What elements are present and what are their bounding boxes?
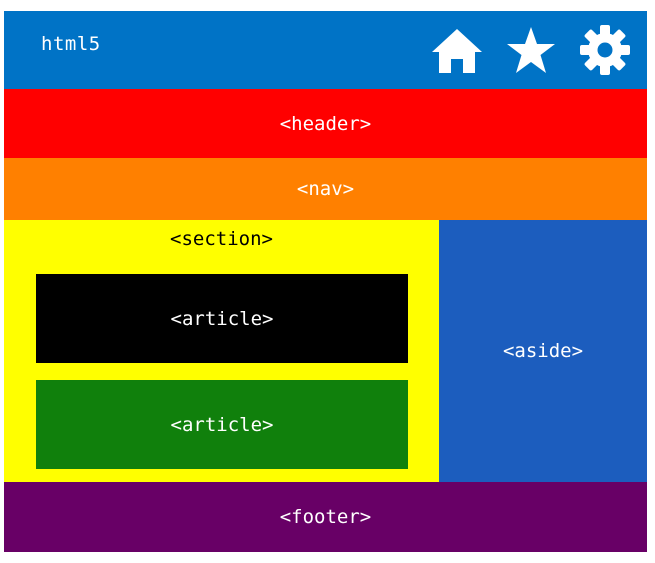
star-icon[interactable] [504,25,558,75]
section-label: <section> [170,228,273,250]
article-block-2: <article> [36,380,408,469]
layout-diagram: html5 [4,11,647,552]
nav-label: <nav> [296,178,355,200]
footer-block: <footer> [4,482,647,552]
gear-icon[interactable] [578,25,632,75]
footer-label: <footer> [279,506,372,528]
home-icon[interactable] [430,25,484,75]
top-bar: html5 [4,11,647,89]
header-label: <header> [279,112,372,135]
nav-block: <nav> [4,158,647,220]
article-label-1: <article> [170,307,274,330]
aside-block: <aside> [439,220,647,482]
brand-label: html5 [41,33,101,55]
section-block: <section> <article> <article> [4,220,439,482]
article-label-2: <article> [170,413,274,436]
header-block: <header> [4,89,647,158]
article-block-1: <article> [36,274,408,363]
aside-label: <aside> [502,340,584,362]
